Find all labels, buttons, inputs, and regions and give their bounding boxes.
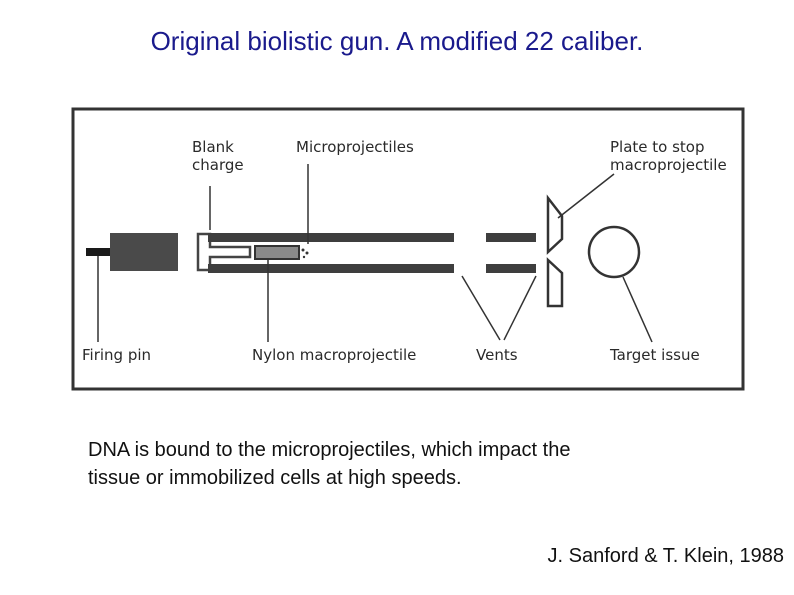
label-blank-charge-2: charge [192,156,244,174]
leader-plate [557,173,615,219]
leader-vents-left [461,275,501,341]
microprojectile-dot [301,248,305,252]
diagram-svg: Blank charge Microprojectiles Plate to s… [71,107,745,391]
stopping-plate-upper [546,194,564,255]
caption-line-1: DNA is bound to the microprojectiles, wh… [88,439,571,461]
microprojectile-dot [302,255,306,259]
nylon-macroprojectile [254,245,300,260]
label-vents: Vents [476,346,518,364]
firing-pin-block-upper [110,233,178,247]
label-blank-charge-1: Blank [192,138,234,156]
barrel-upper-wall [208,233,454,242]
firing-pin-block-lower [110,257,178,271]
target-tissue-circle [587,225,641,279]
label-firing-pin: Firing pin [82,346,151,364]
citation-credit: J. Sanford & T. Klein, 1988 [547,545,784,567]
barrel-lower-wall [208,264,454,273]
leader-vents-right [503,275,537,341]
label-nylon-macroprojectile: Nylon macroprojectile [252,346,416,364]
vent-segment-lower [486,264,536,273]
label-plate-1: Plate to stop [610,138,705,156]
biolistic-gun-diagram: Blank charge Microprojectiles Plate to s… [70,106,746,392]
caption: DNA is bound to the microprojectiles, wh… [88,436,728,492]
label-microprojectiles: Microprojectiles [296,138,414,156]
microprojectile-dot [305,251,309,255]
label-plate-2: macroprojectile [610,156,727,174]
stopping-plate-lower [546,257,564,308]
label-target-tissue: Target issue [609,346,700,364]
slide-title: Original biolistic gun. A modified 22 ca… [150,26,644,56]
firing-pin-rod [86,248,114,256]
firing-pin-block-core [110,247,178,257]
vent-segment-upper [486,233,536,242]
leader-target [622,276,653,343]
caption-line-2: tissue or immobilized cells at high spee… [88,467,462,489]
